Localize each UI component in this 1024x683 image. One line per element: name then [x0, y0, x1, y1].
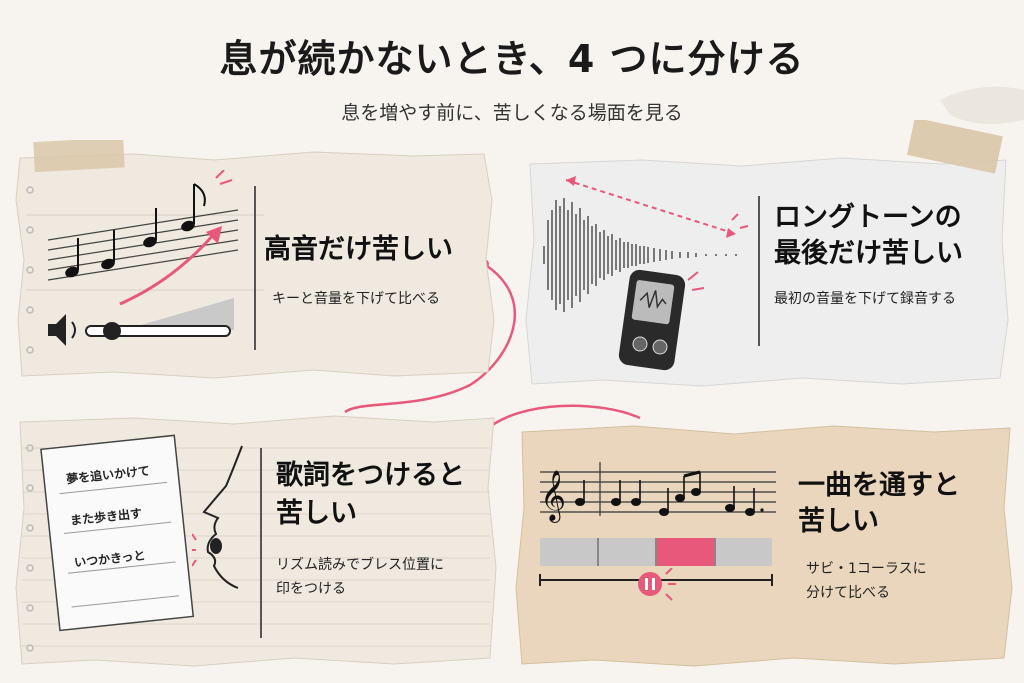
- page-subtitle: 息を増やす前に、苦しくなる場面を見る: [341, 102, 683, 124]
- card-description: キーと音量を下げて比べる: [272, 291, 440, 307]
- card-heading-line2: 苦しい: [798, 506, 879, 537]
- lyric-sheet-icon: [40, 434, 195, 632]
- corner-smudge: [940, 86, 1024, 124]
- section-segment: [598, 538, 657, 566]
- recorder-icon: [618, 269, 705, 371]
- card-heading-line2: 最後だけ苦しい: [774, 238, 963, 269]
- divider: [758, 196, 760, 346]
- divider: [260, 448, 262, 638]
- card-description-line1: リズム読みでブレス位置に: [276, 557, 444, 573]
- face-profile-icon: [192, 445, 243, 589]
- card-heading-line1: ロングトーンの: [774, 202, 962, 233]
- sheet-music-icon: 𝄞: [540, 462, 776, 523]
- card-heading: 高音だけ苦しい: [264, 234, 453, 265]
- card-heading-line1: 歌詞をつけると: [276, 460, 465, 491]
- card-heading-line1: 一曲を通すと: [798, 470, 960, 501]
- divider: [254, 186, 256, 350]
- pause-icon: [638, 572, 662, 596]
- card-heading-line2: 苦しい: [276, 498, 357, 529]
- card-description: 最初の音量を下げて録音する: [774, 291, 956, 307]
- volume-icon: [48, 298, 234, 346]
- svg-text:𝄞: 𝄞: [540, 470, 566, 523]
- card-long-tone: ロングトーンの 最後だけ苦しい 最初の音量を下げて録音する: [522, 120, 1012, 392]
- music-notes-icon: [47, 170, 239, 281]
- arrow-up-icon: [119, 226, 222, 306]
- card-lyrics: 夢を追いかけて また歩き出す いつかきっと 歌詞をつけると 苦しい リズム読みで…: [14, 408, 500, 670]
- card-high-notes: 高音だけ苦しい キーと音量を下げて比べる: [14, 140, 500, 388]
- card-description-line2: 印をつける: [276, 581, 346, 597]
- waveform-icon: [543, 176, 749, 312]
- card-description-line1: サビ・1コーラスに: [806, 561, 927, 577]
- section-segment: [715, 538, 772, 566]
- playback-timeline[interactable]: [536, 568, 786, 608]
- section-segment: [540, 538, 599, 566]
- section-bar: [540, 538, 772, 566]
- page-title: 息が続かないとき、4 つに分ける: [219, 37, 805, 81]
- section-segment-highlighted: [657, 538, 716, 566]
- card-full-song: 𝄞 一曲を通すと 苦しい サビ・1コーラスに 分けて比べる: [514, 418, 1018, 670]
- card-description-line2: 分けて比べる: [806, 585, 890, 601]
